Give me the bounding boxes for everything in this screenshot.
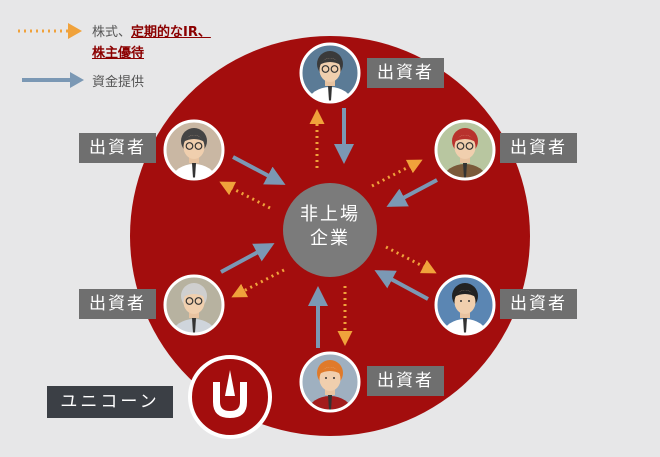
unicorn-logo: [188, 355, 272, 439]
investor-avatar-upper-left: [163, 119, 225, 181]
investor-label-lower-right: 出資者: [500, 289, 577, 319]
legend-solid-arrowhead: [70, 72, 84, 88]
investor-label-top: 出資者: [367, 58, 444, 88]
funding-arrow-lower-left: [220, 243, 275, 274]
funding-arrow-upper-left: [232, 155, 286, 185]
investor-avatar-bottom: [299, 351, 361, 413]
investor-avatar-top: [299, 42, 361, 104]
company-label: 非上場 企業: [290, 203, 370, 251]
company-label-line1: 非上場: [300, 204, 360, 225]
investor-avatar-lower-right: [434, 274, 496, 336]
legend-stock-label: 株式、定期的なIR、: [92, 21, 211, 40]
legend-stock-label-line2: 株主優待: [92, 42, 144, 61]
unicorn-label: ユニコーン: [47, 386, 173, 418]
investor-avatar-upper-right: [434, 119, 496, 181]
investor-avatar-lower-left: [163, 274, 225, 336]
investor-label-lower-left: 出資者: [79, 289, 156, 319]
legend-dotted-arrowhead: [68, 23, 82, 39]
legend-stock-highlight-2: 株主優待: [92, 46, 145, 61]
legend-stock-highlight-1: 定期的なIR、: [131, 25, 211, 40]
legend-funding-label: 資金提供: [92, 75, 145, 90]
legend-stock-prefix: 株式、: [92, 25, 132, 40]
investor-label-upper-right: 出資者: [500, 133, 577, 163]
funding-arrow-lower-right: [374, 270, 429, 301]
company-label-line2: 企業: [310, 228, 350, 249]
investor-label-bottom: 出資者: [367, 366, 444, 396]
investor-label-upper-left: 出資者: [79, 133, 156, 163]
company-hub: [283, 183, 377, 277]
funding-arrow-upper-right: [386, 178, 438, 207]
